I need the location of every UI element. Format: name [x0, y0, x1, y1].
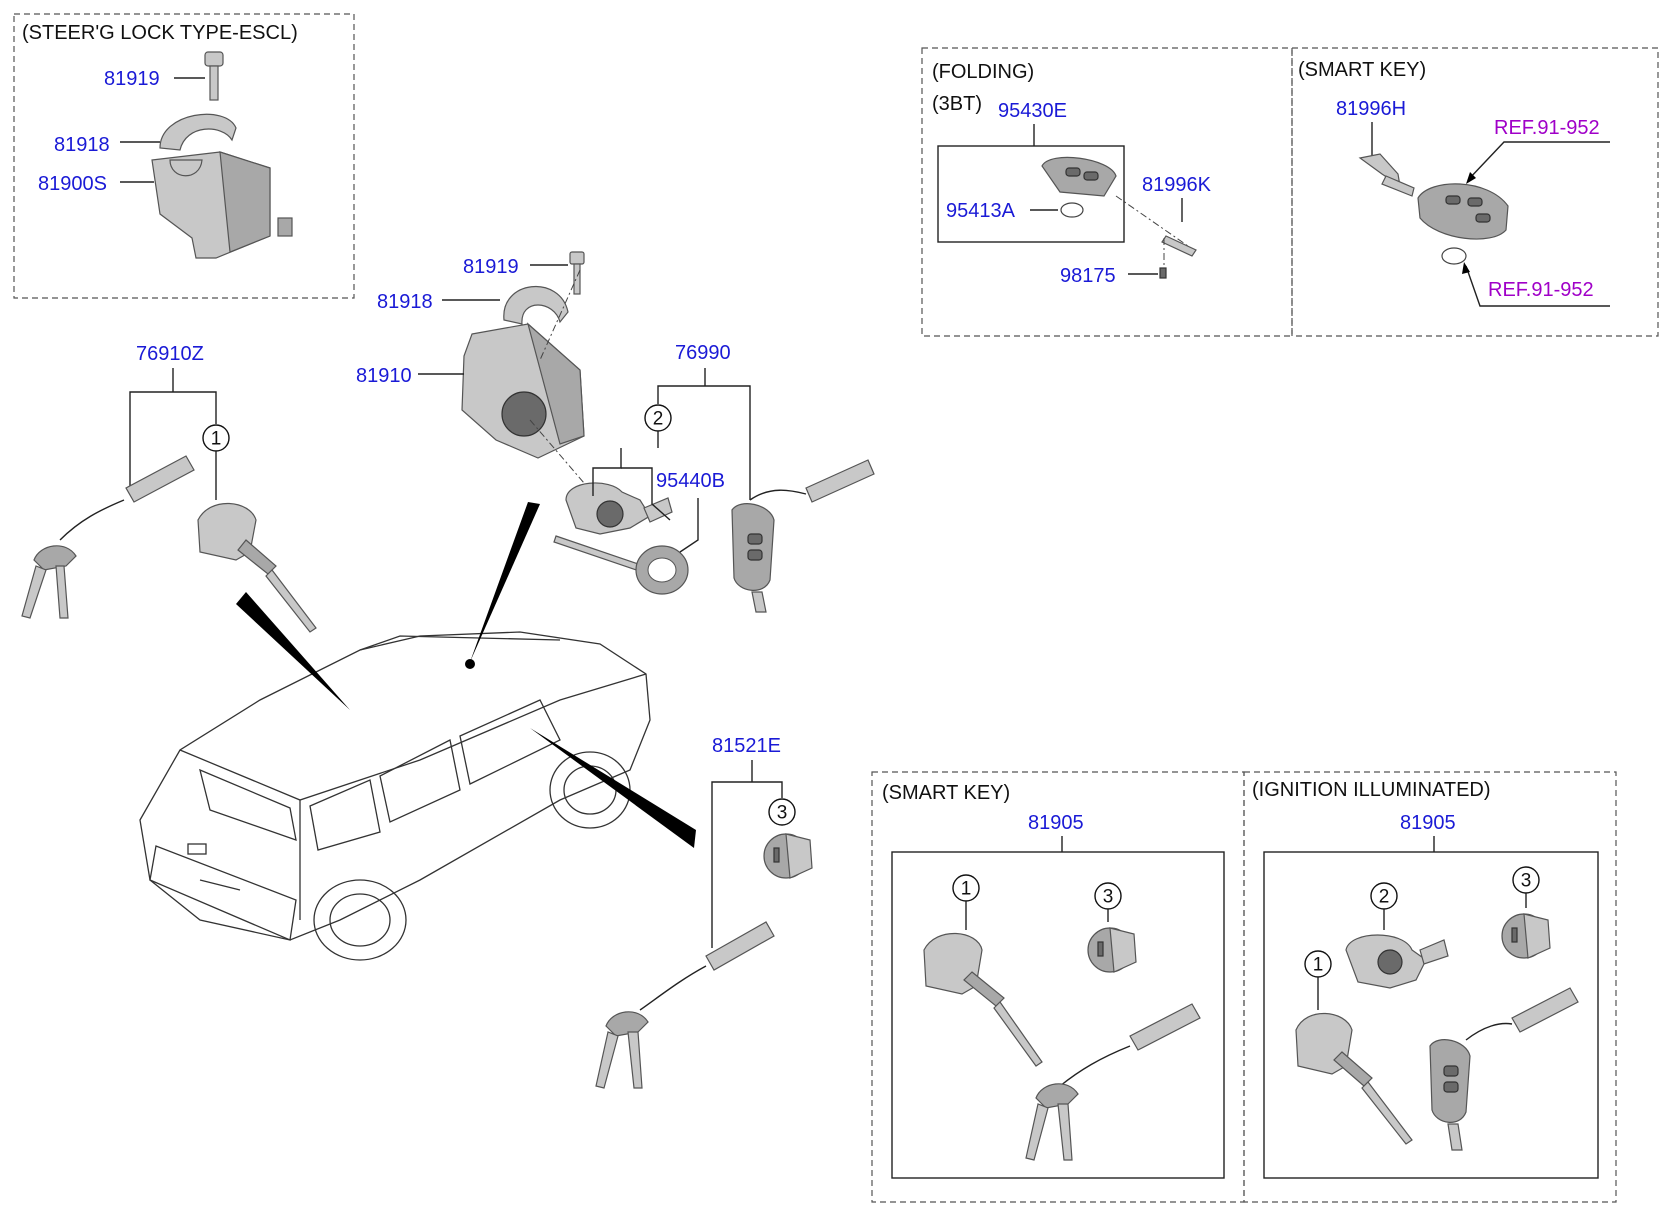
- arrow-ref-b: [1462, 262, 1470, 274]
- ignition-ring-icon: [635, 545, 689, 595]
- smart-key-bottom-group-box: [871, 771, 1245, 1203]
- smart-key-set-inner-box: [891, 851, 1225, 1179]
- ignition-illuminated-header: (IGNITION ILLUMINATED): [1252, 779, 1491, 801]
- part-98175: 98175: [1060, 265, 1116, 287]
- leader-ref-a: [1467, 141, 1610, 181]
- part-81521E: 81521E: [712, 735, 781, 757]
- ignition-bolt-icon: [569, 251, 585, 295]
- ignition-set-inner-box: [1263, 851, 1599, 1179]
- ignition-bracket-icon: [503, 286, 569, 325]
- keys-76910Z-icon: [21, 545, 77, 619]
- part-81919-b: 81919: [463, 256, 519, 278]
- bracket-95440B: [679, 498, 699, 553]
- ignition-axis-dashline: [539, 269, 581, 361]
- pointer-ignition-to-car: [470, 502, 540, 662]
- key-tag-ignition-set-icon: [1465, 987, 1579, 1041]
- emergency-key-blade-icon: [1358, 153, 1415, 197]
- pointer-door-to-car: [530, 728, 696, 848]
- part-81905-b: 81905: [1400, 812, 1456, 834]
- bracket-81521E: [711, 781, 783, 948]
- key-blade-81996K-icon: [1161, 235, 1197, 257]
- keys-smart-set-icon: [1025, 1083, 1079, 1161]
- key-tag-81521E-icon: [639, 921, 775, 1011]
- smart-key-fob-icon: [1417, 183, 1509, 240]
- folding-header: (FOLDING): [932, 61, 1034, 83]
- ref-91-952-b: REF.91-952: [1488, 279, 1594, 301]
- folding-key-fob-icon: [731, 503, 775, 613]
- key-tag-76910Z-icon: [59, 455, 195, 541]
- vehicle-illustration: [139, 631, 651, 961]
- callout-3-b: 3: [1103, 887, 1114, 908]
- part-76910Z: 76910Z: [136, 343, 204, 365]
- door-lock-cylinder-icon-c: [1295, 1012, 1413, 1145]
- part-81918-a: 81918: [54, 134, 110, 156]
- door-lock-cylinder-icon-a: [197, 502, 317, 633]
- trunk-lock-cylinder-icon-c: [1501, 913, 1551, 959]
- ref-91-952-a: REF.91-952: [1494, 117, 1600, 139]
- callout-1-b: 1: [961, 879, 972, 900]
- bracket-group-2: [592, 448, 622, 496]
- battery-coin-icon: [1060, 202, 1084, 218]
- trunk-lock-cylinder-icon-b: [1087, 927, 1137, 973]
- keys-81521E-icon: [595, 1011, 649, 1089]
- remote-key-inner-box: [937, 145, 1125, 243]
- callout-3-c: 3: [1521, 871, 1532, 892]
- smart-key-battery-icon: [1441, 247, 1467, 265]
- ignition-cylinder-icon-c: [1345, 934, 1449, 989]
- part-81905-a: 81905: [1028, 812, 1084, 834]
- part-81918-b: 81918: [377, 291, 433, 313]
- folding-key-fob-icon-c: [1429, 1039, 1471, 1151]
- part-81919-a: 81919: [104, 68, 160, 90]
- callout-2-a: 2: [653, 409, 664, 430]
- bracket-76910Z: [129, 391, 217, 488]
- key-blade-dashline: [1115, 195, 1189, 247]
- part-81996K: 81996K: [1142, 174, 1212, 196]
- callout-2-c: 2: [1379, 887, 1390, 908]
- part-76990: 76990: [675, 342, 731, 364]
- callout-1-c: 1: [1313, 955, 1324, 976]
- steering-lock-group-box: [13, 13, 355, 299]
- callout-3-a: 3: [777, 803, 788, 824]
- steering-lock-bracket-icon: [159, 113, 237, 151]
- steering-lock-header: (STEER'G LOCK TYPE-ESCL): [22, 22, 298, 44]
- pointer-ignition-dot: [465, 659, 475, 669]
- remote-key-fob-icon: [1041, 156, 1117, 197]
- trunk-lock-cylinder-icon: [763, 833, 813, 879]
- key-tag-smart-set-icon: [1059, 1003, 1201, 1087]
- part-95430E: 95430E: [998, 100, 1067, 122]
- bracket-76990: [657, 385, 751, 500]
- ignition-illuminated-group-box: [1243, 771, 1617, 1203]
- part-81996H: 81996H: [1336, 98, 1406, 120]
- part-81910: 81910: [356, 365, 412, 387]
- door-lock-cylinder-icon-b: [923, 932, 1043, 1067]
- ignition-body-icon: [461, 322, 585, 459]
- steering-lock-unit-icon: [151, 151, 293, 259]
- smart-key-top-group-box: [1291, 47, 1659, 337]
- leader-ref-b: [1465, 265, 1610, 307]
- smart-key-top-header: (SMART KEY): [1298, 59, 1426, 81]
- three-bt-header: (3BT): [932, 93, 982, 115]
- smart-key-bottom-header: (SMART KEY): [882, 782, 1010, 804]
- pointer-trunk-to-car: [236, 592, 350, 710]
- key-tag-76990-icon: [749, 459, 875, 503]
- part-95413A: 95413A: [946, 200, 1016, 222]
- part-81900S: 81900S: [38, 173, 107, 195]
- screw-98175-icon: [1159, 267, 1167, 279]
- ignition-axis-dashline-2: [529, 419, 591, 491]
- callout-1-a: 1: [211, 429, 222, 450]
- bracket-group-2b: [621, 467, 671, 521]
- callout-3-a-circle: [768, 798, 796, 826]
- steering-lock-bolt-icon: [204, 51, 224, 101]
- arrow-ref-a: [1466, 172, 1476, 184]
- part-95440B: 95440B: [656, 470, 725, 492]
